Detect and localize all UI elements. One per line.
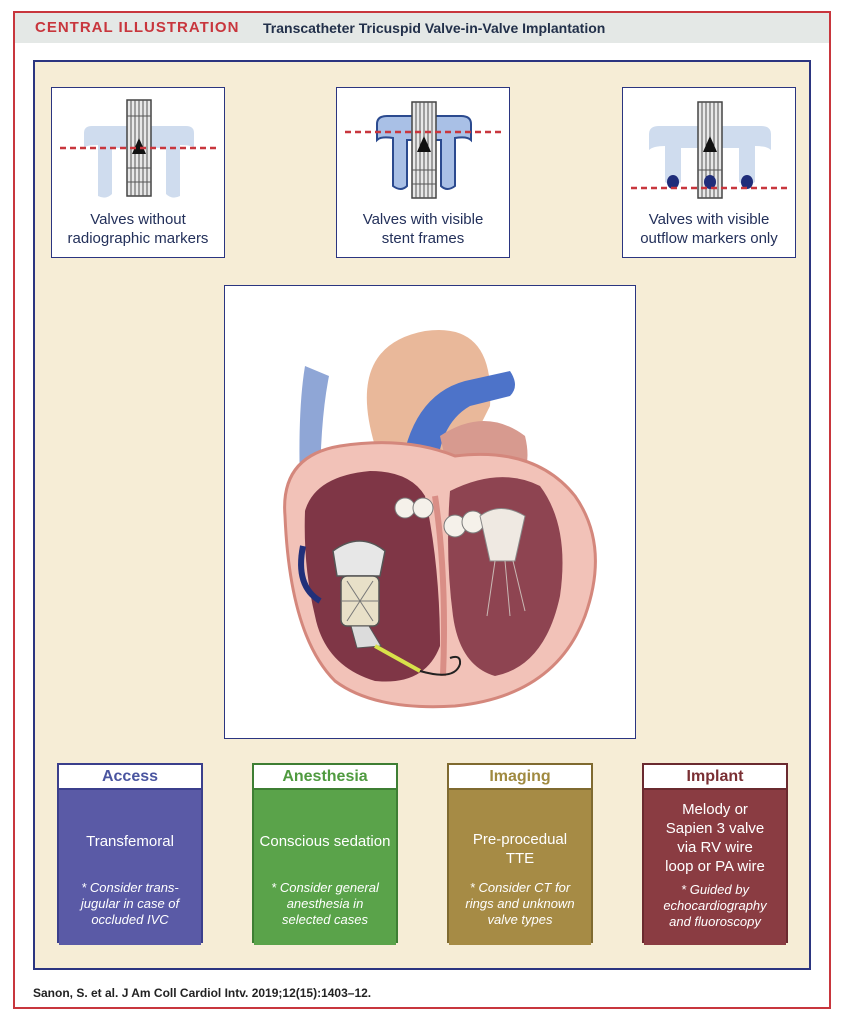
- valve-type-card-stent-frames: Valves with visible stent frames: [336, 87, 510, 258]
- step-note: * Guided by echocardiography and fluoros…: [650, 882, 780, 930]
- step-title: Imaging: [449, 765, 591, 790]
- heart-valve-implant-illustration: [283, 329, 597, 709]
- step-note: * Consider general anesthesia in selecte…: [260, 880, 390, 928]
- note-line: jugular in case of: [80, 896, 180, 911]
- note-line: * Consider trans-: [81, 880, 179, 895]
- step-body: Melody or Sapien 3 valve via RV wire loo…: [644, 790, 786, 945]
- note-line: anesthesia in: [286, 896, 364, 911]
- valve-type-card-outflow-markers: Valves with visible outflow markers only: [622, 87, 796, 258]
- caption-line: stent frames: [381, 230, 465, 247]
- note-line: rings and unknown: [465, 896, 575, 911]
- note-line: and fluoroscopy: [669, 914, 761, 929]
- main-line: via RV wire: [677, 839, 753, 856]
- note-line: echocardiography: [663, 898, 767, 913]
- step-title: Anesthesia: [254, 765, 396, 790]
- step-title: Implant: [644, 765, 786, 790]
- header-title: Transcatheter Tricuspid Valve-in-Valve I…: [263, 20, 606, 36]
- caption-line: Valves without: [90, 211, 186, 228]
- step-body: Conscious sedation * Consider general an…: [254, 790, 396, 945]
- main-line: Pre-procedual: [472, 831, 568, 848]
- step-body: Pre-procedual TTE * Consider CT for ring…: [449, 790, 591, 945]
- note-line: occluded IVC: [91, 912, 169, 927]
- citation: Sanon, S. et al. J Am Coll Cardiol Intv.…: [33, 986, 372, 1000]
- note-line: valve types: [487, 912, 553, 927]
- valve-no-markers-icon: [60, 99, 218, 198]
- caption-line: radiographic markers: [67, 230, 209, 247]
- main-line: Sapien 3 valve: [665, 820, 765, 837]
- main-line: loop or PA wire: [665, 858, 765, 875]
- valve-type-card-no-markers: Valves without radiographic markers: [51, 87, 225, 258]
- step-main-text: Transfemoral: [86, 833, 174, 850]
- valve-outflow-markers-icon: [631, 101, 789, 199]
- main-line: Melody or: [682, 801, 748, 818]
- header-label: CENTRAL ILLUSTRATION: [35, 19, 240, 36]
- step-card-implant: Implant Melody or Sapien 3 valve via RV …: [642, 763, 788, 945]
- note-line: * Consider general: [271, 880, 379, 895]
- valve-type-caption: Valves without radiographic markers: [52, 210, 224, 248]
- note-line: * Consider CT for: [469, 880, 571, 895]
- step-note: * Consider CT for rings and unknown valv…: [455, 880, 585, 928]
- note-line: selected cases: [282, 912, 368, 927]
- step-main-text: Melody or Sapien 3 valve via RV wire loo…: [648, 800, 782, 876]
- valve-stent-frames-icon: [345, 101, 503, 199]
- valve-type-caption: Valves with visible outflow markers only: [623, 210, 795, 248]
- note-line: * Guided by: [681, 882, 749, 897]
- header-bar: CENTRAL ILLUSTRATION Transcatheter Tricu…: [15, 13, 829, 43]
- caption-line: Valves with visible: [362, 211, 484, 228]
- valve-type-caption: Valves with visible stent frames: [337, 210, 509, 248]
- heart-illustration: [224, 285, 636, 739]
- caption-line: outflow markers only: [640, 230, 778, 247]
- step-title: Access: [59, 765, 201, 790]
- step-main-text: Conscious sedation: [259, 833, 391, 850]
- step-card-anesthesia: Anesthesia Conscious sedation * Consider…: [252, 763, 398, 945]
- step-card-access: Access Transfemoral * Consider trans- ju…: [57, 763, 203, 945]
- step-main-text: Pre-procedual TTE: [453, 830, 587, 868]
- caption-line: Valves with visible: [648, 211, 770, 228]
- step-body: Transfemoral * Consider trans- jugular i…: [59, 790, 201, 945]
- step-note: * Consider trans- jugular in case of occ…: [65, 880, 195, 928]
- main-line: TTE: [505, 850, 535, 867]
- step-card-imaging: Imaging Pre-procedual TTE * Consider CT …: [447, 763, 593, 945]
